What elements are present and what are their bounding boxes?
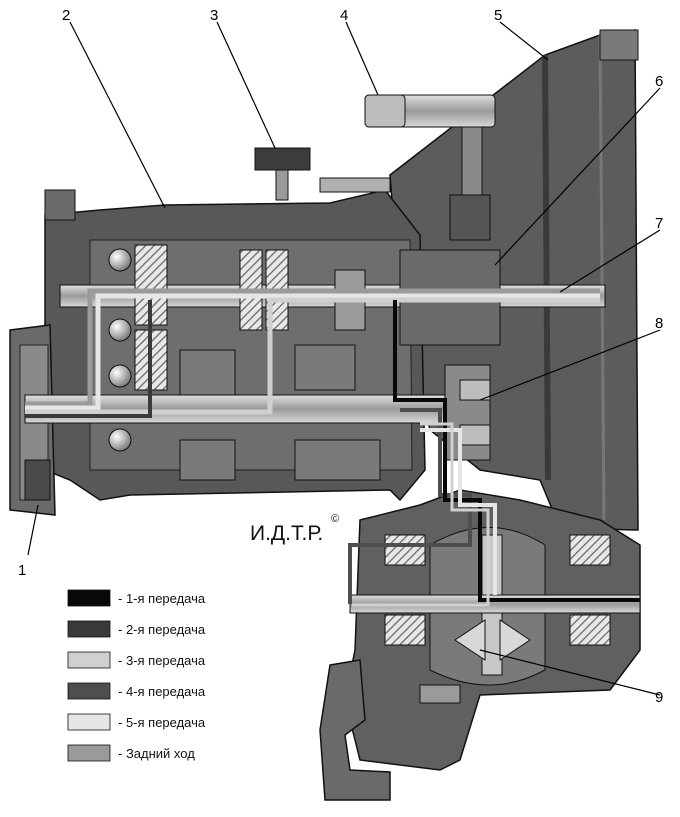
legend-label-0: - 1-я передача [118,591,206,606]
callout-9: 9 [655,689,663,706]
callout-8: 8 [655,315,663,332]
legend-swatch-4 [67,713,111,731]
flow-path-2nd [25,300,152,418]
legend-label-4: - 5-я передача [118,715,206,730]
legend-label-1: - 2-я передача [118,622,206,637]
callout-1: 1 [18,562,26,579]
flow-path-1st [393,300,640,602]
legend-label-3: - 4-я передача [118,684,206,699]
flow-path-5th [25,293,600,411]
flow-path-reverse [25,288,600,407]
watermark-text: И.Д.Т.Р. [250,522,323,545]
final-drive-housing [344,489,641,771]
callout-labels: 1 2 3 4 5 6 7 8 9 [18,7,663,706]
callout-4: 4 [340,7,348,24]
leader-lines [27,21,661,696]
legend-swatch-2 [67,651,111,669]
legend-label-2: - 3-я передача [118,653,206,668]
callout-2: 2 [62,7,70,24]
callout-3: 3 [210,7,218,24]
breather [254,147,311,201]
copyright-mark: © [331,513,339,525]
power-flow-paths [25,288,640,607]
flow-path-3rd [25,297,600,415]
mounting-bracket [319,659,391,801]
legend-label-5: - Задний ход [118,746,195,761]
flow-path-4th [348,408,472,604]
legend-swatch-5 [67,744,111,762]
legend: - 1-я передача - 2-я передача - 3-я переда… [67,589,206,762]
callout-7: 7 [655,215,663,232]
shift-rod [364,94,496,241]
legend-swatch-3 [67,682,111,700]
callout-6: 6 [655,73,663,90]
legend-swatch-0 [67,589,111,607]
watermark: И.Д.Т.Р. © [250,513,339,545]
callout-5: 5 [494,7,502,24]
legend-swatch-1 [67,620,111,638]
